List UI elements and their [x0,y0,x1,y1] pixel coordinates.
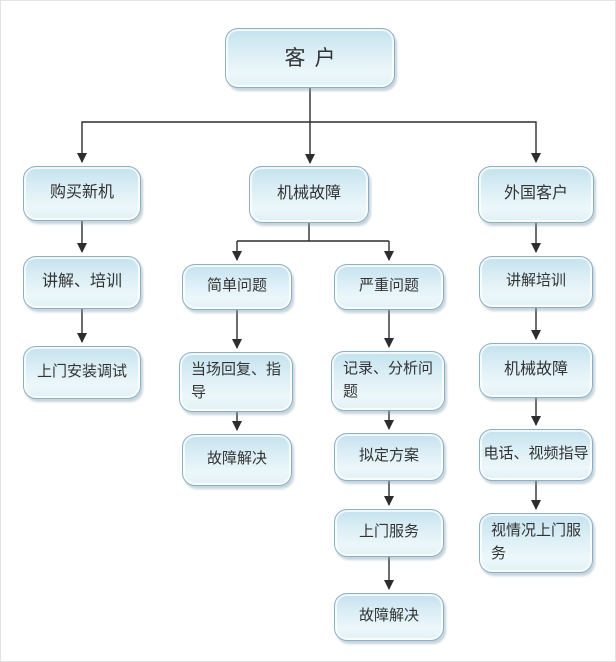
node-simple-problem: 简单问题 [182,264,292,310]
node-customer: 客户 [225,28,395,88]
node-mechanical-failure: 机械故障 [249,166,369,223]
node-serious-problem: 严重问题 [334,264,444,310]
node-explain-training: 讲解、培训 [23,256,141,309]
node-onsite-service-as-needed: 视情况上门服务 [479,513,593,573]
node-fault-resolved-simple: 故障解决 [182,434,292,486]
node-record-analyze-problem: 记录、分析问题 [331,351,445,411]
node-phone-video-guidance: 电话、视频指导 [479,429,593,481]
node-draft-plan: 拟定方案 [334,433,444,481]
node-foreign-customer: 外国客户 [478,166,594,223]
node-explain-training-foreign: 讲解培训 [479,256,593,308]
node-onsite-reply-guidance: 当场回复、指导 [179,352,293,412]
node-onsite-install-debug: 上门安装调试 [23,346,141,399]
node-fault-resolved-serious: 故障解决 [334,593,444,641]
node-mechanical-failure-foreign: 机械故障 [479,343,593,398]
node-buy-new-machine: 购买新机 [23,166,141,221]
node-onsite-service: 上门服务 [334,509,444,557]
